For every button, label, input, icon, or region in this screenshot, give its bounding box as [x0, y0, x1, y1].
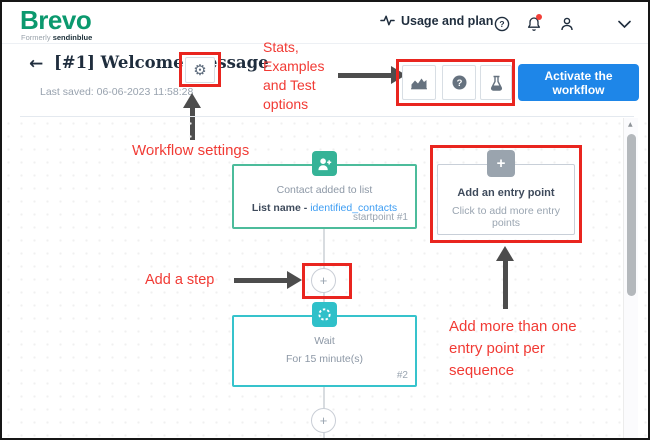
settings-highlight-box — [179, 52, 221, 87]
wait-node[interactable]: Wait For 15 minute(s) #2 — [232, 315, 417, 387]
scrollbar-thumb[interactable] — [627, 134, 636, 296]
entry-point-note: Add more than one entry point per sequen… — [449, 318, 577, 379]
svg-text:?: ? — [499, 19, 504, 29]
activate-workflow-button[interactable]: Activate the workflow — [518, 64, 639, 101]
wait-clock-icon — [312, 302, 337, 327]
svg-text:?: ? — [456, 78, 462, 89]
contact-add-icon — [312, 151, 337, 176]
flask-icon — [489, 75, 504, 91]
add-step-button[interactable]: + — [311, 268, 336, 293]
stats-chart-icon — [410, 75, 428, 90]
contact-node-field: List name - identified_contacts — [234, 202, 415, 214]
back-button[interactable]: ← — [29, 54, 44, 74]
scrollbar-up-icon[interactable]: ▲ — [628, 121, 633, 128]
account-button[interactable] — [557, 14, 577, 34]
startpoint-badge: startpoint #1 — [352, 212, 408, 223]
person-icon — [559, 16, 575, 32]
test-button[interactable] — [480, 65, 512, 100]
entry-plus-icon[interactable]: + — [487, 150, 515, 177]
help-button[interactable]: ? — [492, 14, 512, 34]
settings-arrow-head — [183, 93, 201, 108]
brevo-logo: Brevo — [20, 5, 92, 35]
add-step-arrow-head — [287, 271, 302, 289]
page-title: [#1] Welcome message — [54, 53, 269, 72]
wait-node-badge: #2 — [396, 370, 408, 381]
header-divider — [20, 116, 634, 117]
add-step-arrow — [234, 278, 288, 283]
contact-node-title: Contact added to list — [276, 184, 373, 196]
notification-dot — [536, 14, 542, 20]
stats-button[interactable] — [402, 65, 436, 100]
help-icon: ? — [494, 16, 510, 32]
icons-highlight-box — [396, 59, 515, 106]
entry-point-subtitle: Click to add more entry points — [452, 205, 560, 229]
add-entry-point-node[interactable]: Add an entry point Click to add more ent… — [437, 164, 575, 235]
usage-and-plan-button[interactable]: Usage and plan — [380, 13, 493, 28]
usage-and-plan-label: Usage and plan — [401, 13, 494, 28]
examples-button[interactable]: ? — [442, 65, 476, 100]
stats-note: Stats, Examples and Test options — [263, 39, 325, 112]
notifications-button[interactable] — [524, 14, 544, 34]
entry-arrow-head — [496, 246, 514, 261]
pulse-icon — [380, 13, 395, 28]
expand-menu-button[interactable] — [614, 14, 634, 34]
stats-arrow — [338, 73, 392, 78]
wait-node-title: Wait — [314, 335, 335, 347]
workflow-settings-button[interactable]: ⚙ — [185, 57, 215, 83]
add-step-note: Add a step — [145, 272, 215, 288]
add-step-button-bottom[interactable]: + — [311, 408, 336, 433]
last-saved-text: Last saved: 06-06-2023 11:58:28 — [40, 86, 194, 98]
logo-subtext: Formerly sendinblue — [21, 33, 93, 42]
top-bar: Brevo Formerly sendinblue Usage and plan… — [2, 2, 648, 44]
list-name-label: List name - — [251, 202, 308, 214]
list-name-link[interactable]: identified_contacts — [310, 202, 398, 214]
entry-arrow — [503, 259, 508, 309]
entry-point-title: Add an entry point — [457, 187, 555, 199]
chevron-down-icon — [617, 20, 631, 29]
question-icon: ? — [451, 74, 468, 91]
vertical-scrollbar[interactable]: ▲ — [623, 118, 638, 438]
gear-icon: ⚙ — [193, 60, 207, 79]
wait-node-subtitle: For 15 minute(s) — [285, 353, 364, 365]
